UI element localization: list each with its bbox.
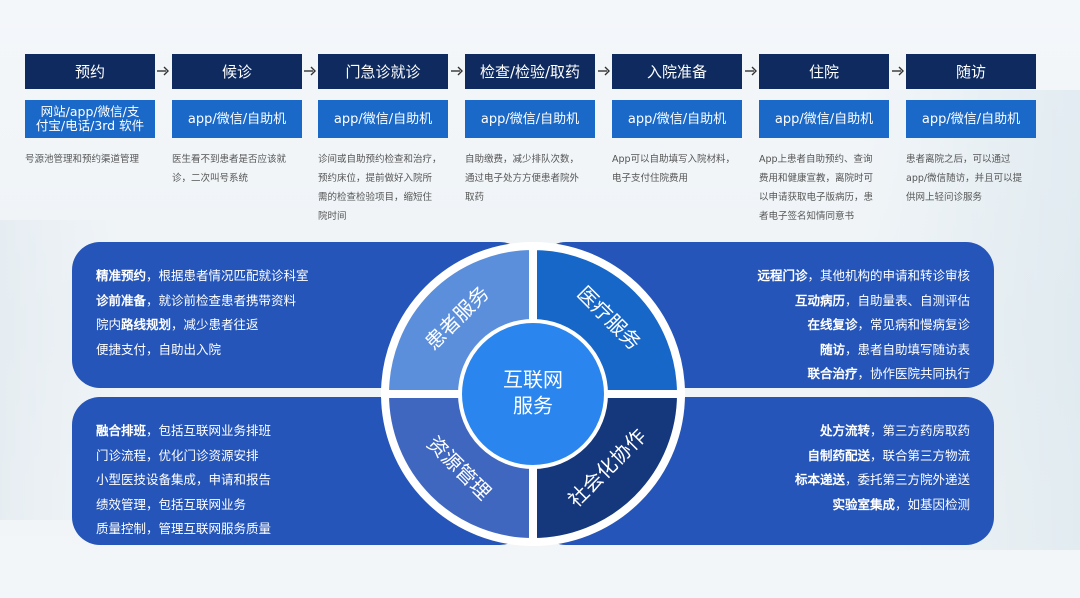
list-item: 联合治疗，协作医院共同执行 — [807, 366, 970, 381]
step-title: 住院 — [759, 54, 889, 89]
service-wheel: 患者服务 医疗服务 资源管理 社会化协作 互联网 服务 — [380, 241, 686, 547]
list-item: 互动病历，自助量表、自测评估 — [794, 292, 970, 308]
list-item: 远程门诊，其他机构的申请和转诊审核 — [757, 268, 970, 283]
arrow-right-icon — [598, 66, 610, 76]
desc-line: 通过电子处方方便患者院外 — [465, 173, 580, 184]
step-title: 入院准备 — [612, 54, 742, 89]
step-title: 预约 — [25, 54, 155, 89]
step-title: 随访 — [906, 54, 1036, 89]
center-label: 服务 — [513, 394, 553, 418]
medical-services-list: 远程门诊，其他机构的申请和转诊审核 互动病历，自助量表、自测评估 在线复诊，常见… — [757, 264, 970, 387]
list-item: 在线复诊，常见病和慢病复诊 — [807, 317, 970, 332]
desc-line: 自助缴费，减少排队次数， — [465, 154, 580, 165]
desc-line: App可以自助填写入院材料， — [612, 154, 736, 165]
desc-line: 取药 — [465, 192, 485, 203]
step-title: 门急诊就诊 — [318, 54, 448, 89]
desc-line: 以申请获取电子版病历，患 — [759, 192, 874, 203]
desc-line: 供网上轻问诊服务 — [906, 192, 983, 203]
patient-services-list: 精准预约，根据患者情况匹配就诊科室 诊前准备，就诊前检查患者携带资料 院内路线规… — [96, 264, 309, 362]
center-label: 互联网 — [503, 368, 563, 392]
list-item: 融合排班，包括互联网业务排班 — [96, 423, 272, 438]
list-item: 质量控制，管理互联网服务质量 — [96, 521, 272, 536]
arrow-right-icon — [892, 66, 904, 76]
list-item: 门诊流程，优化门诊资源安排 — [96, 447, 259, 463]
desc-line: 诊间或自助预约检查和治疗， — [318, 154, 442, 165]
channel-box: app/微信/自助机 — [906, 100, 1036, 138]
step-description: 医生看不到患者是否应该就 诊，二次叫号系统 — [172, 150, 306, 188]
list-item: 绩效管理，包括互联网业务 — [96, 496, 247, 512]
list-item: 随访，患者自助填写随访表 — [819, 341, 970, 357]
list-item: 实验室集成，如基因检测 — [832, 496, 970, 512]
channel-box: app/微信/自助机 — [318, 100, 448, 138]
list-item: 自制药配送，联合第三方物流 — [807, 447, 970, 463]
desc-line: 电子支付住院费用 — [612, 173, 689, 184]
desc-line: 医生看不到患者是否应该就 — [172, 154, 287, 165]
channel-box: app/微信/自助机 — [612, 100, 742, 138]
arrow-right-icon — [304, 66, 316, 76]
desc-line: 者电子签名知情同意书 — [759, 211, 855, 222]
desc-line: 预约床位，提前做好入院所 — [318, 173, 433, 184]
list-item: 便捷支付，自助出入院 — [96, 341, 222, 357]
arrow-right-icon — [157, 66, 169, 76]
channel-box: app/微信/自助机 — [759, 100, 889, 138]
desc-line: 患者离院之后，可以通过 — [906, 154, 1011, 165]
desc-line: 费用和健康宣教，离院时可 — [759, 173, 874, 184]
resource-management-list: 融合排班，包括互联网业务排班 门诊流程，优化门诊资源安排 小型医技设备集成，申请… — [96, 419, 271, 542]
desc-line: 号源池管理和预约渠道管理 — [25, 154, 140, 165]
list-item: 院内路线规划，减少患者往返 — [96, 317, 259, 332]
list-item: 诊前准备，就诊前检查患者携带资料 — [96, 292, 297, 308]
list-item: 标本递送，委托第三方院外递送 — [794, 472, 970, 487]
step-description: 号源池管理和预约渠道管理 — [25, 150, 159, 169]
channel-box: app/微信/自助机 — [465, 100, 595, 138]
step-description: 自助缴费，减少排队次数， 通过电子处方方便患者院外 取药 — [465, 150, 599, 207]
list-item: 处方流转，第三方药房取药 — [819, 423, 970, 438]
desc-line: 需的检查检验项目，缩短住 — [318, 192, 433, 203]
desc-line: App上患者自助预约、查询 — [759, 154, 873, 165]
arrow-right-icon — [451, 66, 463, 76]
channel-line: 网站/app/微信/支 — [40, 104, 140, 119]
list-item: 小型医技设备集成，申请和报告 — [96, 472, 272, 487]
desc-line: 诊，二次叫号系统 — [172, 173, 249, 184]
desc-line: app/微信随访，并且可以提 — [906, 173, 1023, 184]
step-title: 检查/检验/取药 — [465, 54, 595, 89]
step-title: 候诊 — [172, 54, 302, 89]
channel-box: app/微信/自助机 — [172, 100, 302, 138]
step-description: App可以自助填写入院材料， 电子支付住院费用 — [612, 150, 746, 188]
step-description: App上患者自助预约、查询 费用和健康宣教，离院时可 以申请获取电子版病历，患 … — [759, 150, 893, 226]
arrow-right-icon — [745, 66, 757, 76]
wheel-center — [458, 319, 608, 469]
social-collaboration-list: 处方流转，第三方药房取药 自制药配送，联合第三方物流 标本递送，委托第三方院外递… — [795, 419, 970, 517]
step-description: 患者离院之后，可以通过 app/微信随访，并且可以提 供网上轻问诊服务 — [906, 150, 1040, 207]
channel-box: 网站/app/微信/支 付宝/电话/3rd 软件 — [25, 100, 155, 138]
list-item: 精准预约，根据患者情况匹配就诊科室 — [96, 268, 309, 283]
step-description: 诊间或自助预约检查和治疗， 预约床位，提前做好入院所 需的检查检验项目，缩短住 … — [318, 150, 452, 226]
desc-line: 院时间 — [318, 211, 347, 222]
channel-line: 付宝/电话/3rd 软件 — [35, 118, 145, 133]
